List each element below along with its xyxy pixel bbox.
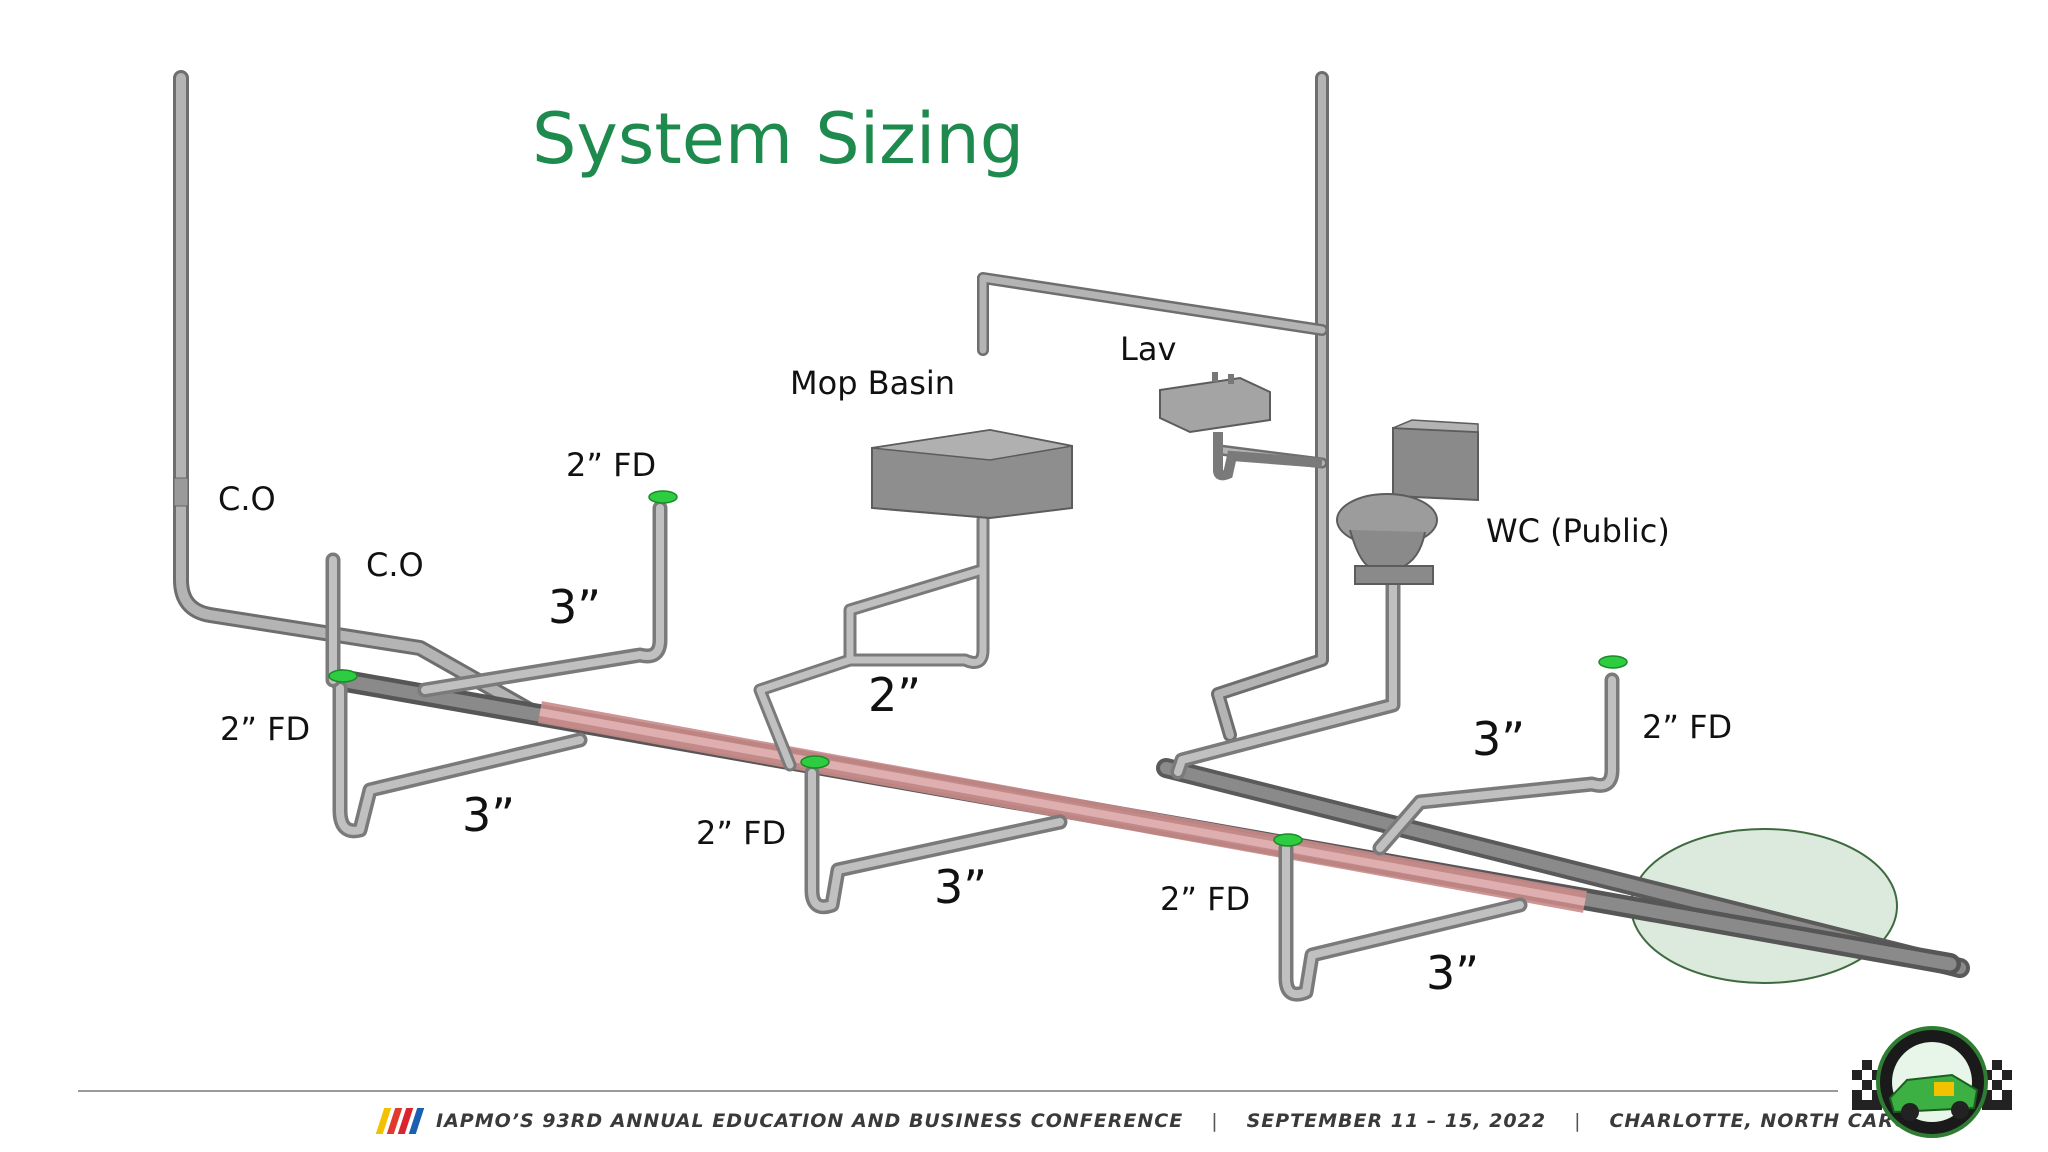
branch-piping [325,500,1620,1002]
slide-title: System Sizing [532,98,1025,180]
footer-bar: IAPMO’S 93RD ANNUAL EDUCATION AND BUSINE… [375,1100,1965,1142]
water-closet-icon [1336,419,1479,585]
mop-basin-icon [871,428,1073,520]
label-size-3-right: 3” [1472,712,1526,766]
highlighted-drain-section [538,701,1587,913]
footer-dates: SEPTEMBER 11 – 15, 2022 [1246,1110,1547,1132]
footer-divider [78,1090,1838,1092]
floor-drain-top-left-icon [648,490,678,504]
footer-conference: IAPMO’S 93RD ANNUAL EDUCATION AND BUSINE… [436,1110,1184,1132]
label-co-left: C.O [218,480,276,518]
left-vent-stack [173,70,548,724]
label-co-mid: C.O [366,546,424,584]
floor-drain-center-icon [1273,833,1303,847]
floor-drain-mid-icon [800,755,830,769]
label-lav: Lav [1120,330,1177,368]
footer-separator-1: | [1211,1110,1219,1132]
label-fd-right: 2” FD [1642,708,1733,746]
label-size-3-mid: 3” [934,860,988,914]
label-size-3-bottom: 3” [1426,946,1480,1000]
middle-vent-stack [977,71,1329,742]
label-fd-left: 2” FD [220,710,311,748]
cleanout-plug-icon [173,477,189,507]
floor-drain-left-icon [328,669,358,683]
label-fd-top-left: 2” FD [566,446,657,484]
footer-stripes-icon [375,1108,425,1134]
label-size-3-left: 3” [462,788,516,842]
floor-drain-right-icon [1598,655,1628,669]
label-size-2-mop: 2” [868,668,922,722]
label-fd-mid: 2” FD [696,814,787,852]
floor-drain-caps [328,490,1628,847]
label-size-3-top: 3” [548,580,602,634]
label-fd-center: 2” FD [1160,880,1251,918]
label-mop-basin: Mop Basin [790,364,956,402]
label-wc-public: WC (Public) [1486,512,1670,550]
footer-location: CHARLOTTE, NORTH CAROLINA [1609,1110,1965,1132]
race-car-logo-icon [1852,1026,2012,1138]
footer-separator-2: | [1574,1110,1582,1132]
lavatory-icon [1159,372,1323,481]
